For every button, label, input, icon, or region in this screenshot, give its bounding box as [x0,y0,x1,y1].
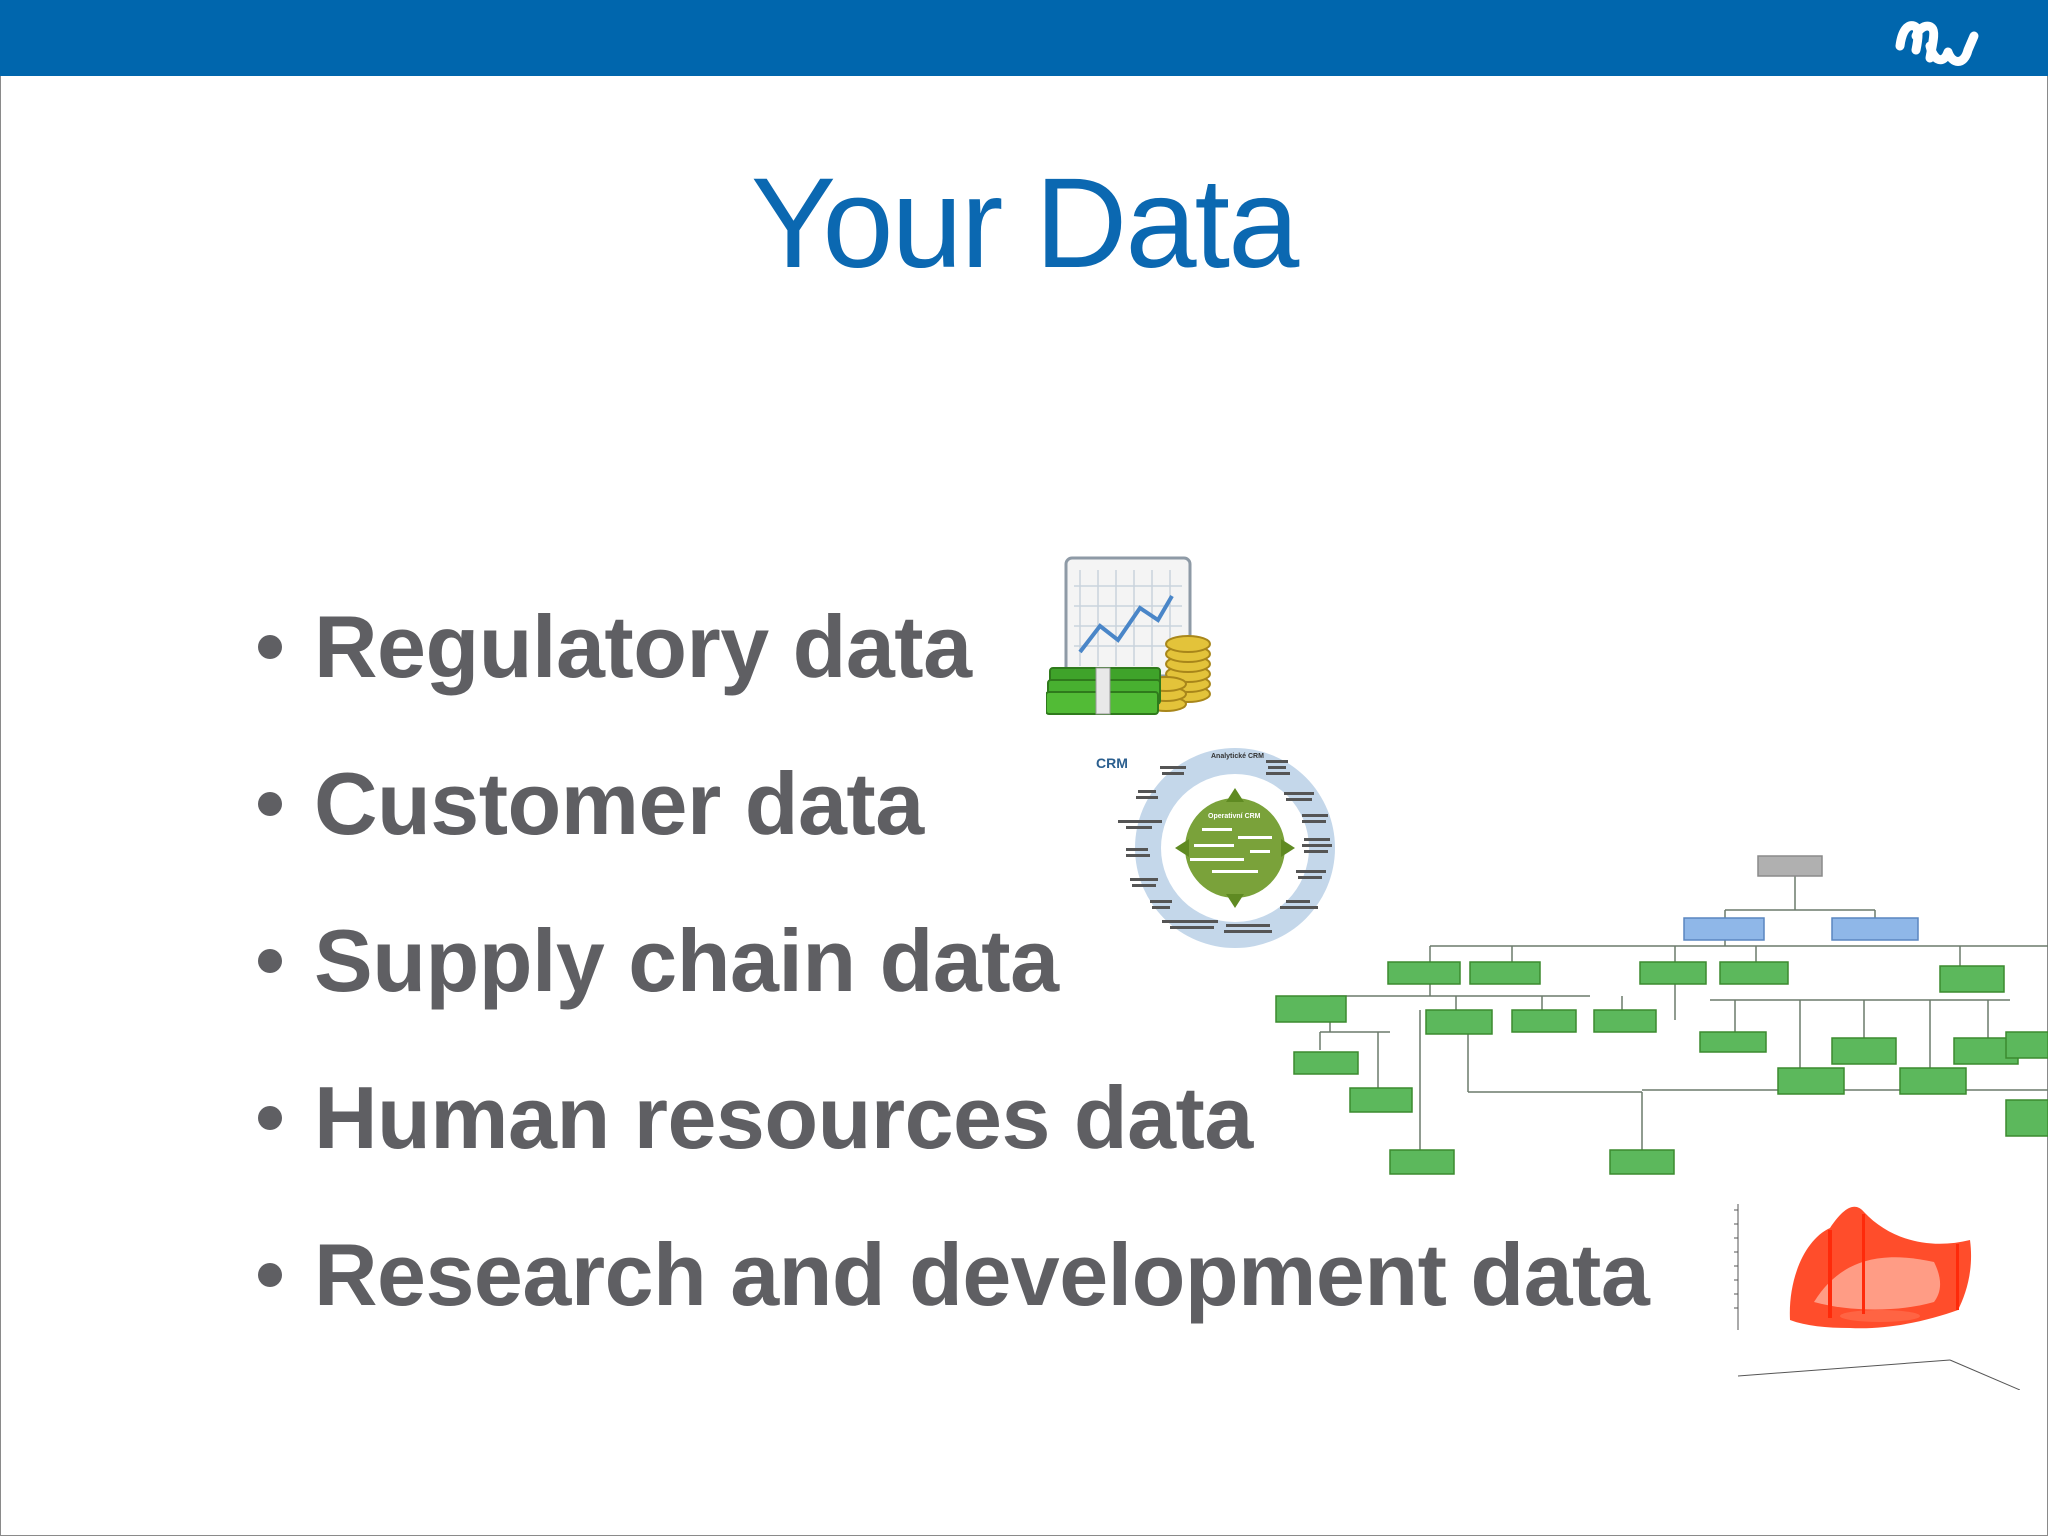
crm-outer-label: Analytické CRM [1211,753,1264,760]
bullet-regulatory: Regulatory data [258,568,1649,725]
bullet-dot [258,791,282,816]
crm-title: CRM [1096,755,1128,771]
bullet-text: Regulatory data [314,596,972,696]
bullet-list: Regulatory data Customer data Supply cha… [258,568,1650,1353]
org-chart [1275,855,2048,1175]
bullet-dot [258,1105,282,1130]
bullet-dot [258,1262,282,1287]
top-bar [0,0,2048,76]
bullet-text: Research and development data [314,1224,1650,1324]
bullet-research: Research and development data [258,1196,1650,1353]
bullet-text: Supply chain data [314,910,1059,1010]
bullet-human-resources: Human resources data [258,1039,1649,1196]
bullet-text: Human resources data [314,1067,1253,1167]
money-chart-icon [1046,556,1211,715]
bullet-dot [258,948,282,973]
bullet-text: Customer data [314,753,924,853]
crm-diagram: CRM Analytické CRM Operativní CRM [1096,748,1335,948]
bullet-customer: Customer data [258,725,1649,882]
3d-surface-plot [1734,1204,2020,1390]
slide-title: Your Data [750,152,1300,295]
mw-logo [1895,21,1979,66]
bullet-supply-chain: Supply chain data [258,882,1649,1039]
bullet-dot [258,634,282,659]
crm-inner-label: Operativní CRM [1208,813,1261,820]
